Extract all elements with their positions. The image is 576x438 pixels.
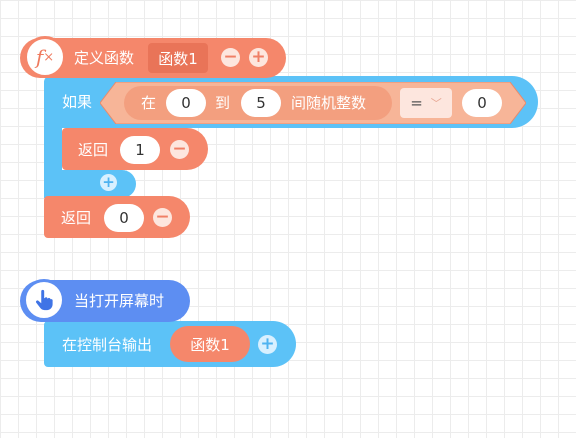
print-add-arg-button[interactable]: +	[258, 335, 277, 354]
function-call-block[interactable]: 函数1	[170, 326, 250, 362]
return-label-inner: 返回	[78, 141, 109, 159]
define-function-label: 定义函数	[74, 49, 135, 67]
print-label: 在控制台输出	[62, 336, 153, 354]
return-remove-button[interactable]: −	[153, 208, 172, 227]
random-from-input[interactable]: 0	[166, 89, 206, 117]
if-label: 如果	[62, 93, 93, 111]
pointer-hand-icon	[23, 279, 65, 321]
random-suffix: 间随机整数	[291, 94, 367, 112]
chevron-down-icon: ﹀	[430, 97, 442, 110]
return-value-input-inner[interactable]: 1	[120, 136, 160, 164]
operator-value: =	[410, 94, 423, 112]
if-add-branch-button[interactable]: +	[100, 174, 117, 191]
operator-dropdown[interactable]: = ﹀	[400, 88, 452, 118]
add-param-button[interactable]: +	[249, 48, 268, 67]
remove-param-button[interactable]: −	[221, 48, 240, 67]
if-block-footer	[44, 170, 136, 198]
random-middle: 到	[215, 94, 231, 112]
compare-value-input[interactable]: 0	[462, 89, 502, 117]
fx-icon: f×	[24, 36, 66, 78]
event-label: 当打开屏幕时	[74, 292, 165, 310]
return-label: 返回	[61, 209, 92, 227]
function-name-field[interactable]: 函数1	[148, 43, 208, 73]
return-value-input[interactable]: 0	[104, 204, 144, 232]
random-to-input[interactable]: 5	[241, 89, 281, 117]
random-prefix: 在	[141, 94, 157, 112]
return-remove-button-inner[interactable]: −	[170, 140, 189, 159]
